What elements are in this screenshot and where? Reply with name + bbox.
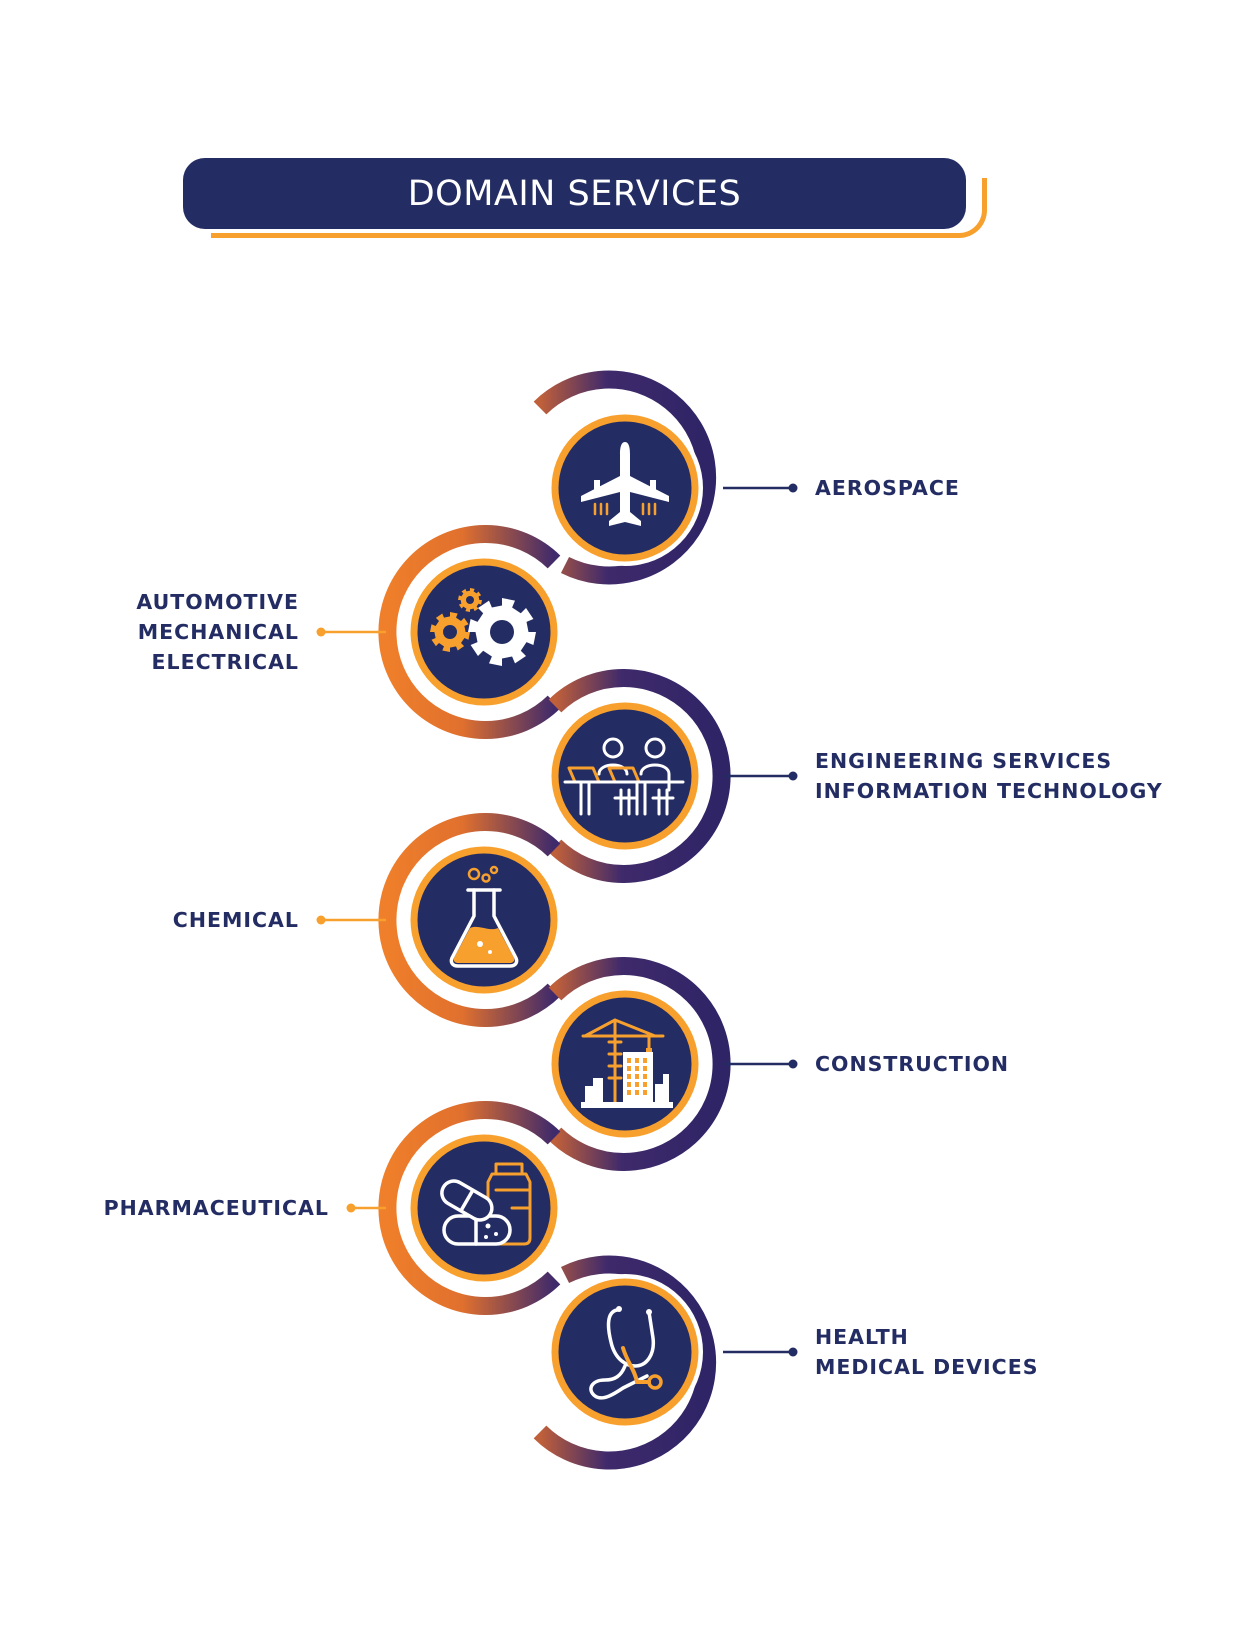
domain-label-line: MECHANICAL <box>137 620 299 644</box>
connector-dot <box>316 627 326 637</box>
flask-icon <box>449 865 519 968</box>
domain-label-line: HEALTH <box>815 1325 909 1349</box>
domain-node <box>547 698 703 854</box>
connector-dot <box>788 1059 798 1069</box>
domain-node <box>547 986 703 1142</box>
domain-label-line: CONSTRUCTION <box>815 1052 1010 1076</box>
gears-icon <box>430 588 536 666</box>
domain-label-line: ENGINEERING SERVICES <box>815 749 1113 773</box>
domain-label: ENGINEERING SERVICES INFORMATION TECHNOLO… <box>815 746 1163 806</box>
domain-label: HEALTH MEDICAL DEVICES <box>815 1322 1038 1382</box>
domain-label-line: ELECTRICAL <box>151 650 299 674</box>
domain-nodes <box>406 410 703 1430</box>
domain-label: AUTOMOTIVE MECHANICAL ELECTRICAL <box>136 587 299 677</box>
domain-label-line: INFORMATION TECHNOLOGY <box>815 779 1163 803</box>
page-title: DOMAIN SERVICES <box>407 173 742 214</box>
domain-label: CONSTRUCTION <box>815 1049 1009 1079</box>
domain-label-line: CHEMICAL <box>172 908 299 932</box>
domain-node <box>406 842 562 998</box>
banner-orange-underline <box>211 178 987 238</box>
domain-label: CHEMICAL <box>173 905 299 935</box>
domain-node <box>406 554 562 710</box>
crane-building-icon <box>581 1018 673 1108</box>
connector-dot <box>788 483 798 493</box>
swirl-arc <box>378 813 561 1027</box>
node-circle <box>410 846 558 994</box>
domain-node <box>547 410 703 566</box>
people-laptops-icon <box>563 737 685 816</box>
domain-label-line: MEDICAL DEVICES <box>815 1355 1039 1379</box>
domain-label: AEROSPACE <box>815 473 960 503</box>
domain-label: PHARMACEUTICAL <box>104 1193 329 1223</box>
swirl-arc <box>533 370 717 585</box>
banner-body: DOMAIN SERVICES <box>183 158 966 229</box>
domain-label-line: PHARMACEUTICAL <box>103 1196 329 1220</box>
connector-dot <box>316 915 326 925</box>
pills-bottle-icon <box>440 1162 532 1246</box>
connector-dot <box>788 771 798 781</box>
swirl-arc <box>378 525 561 739</box>
swirl-arc <box>548 957 731 1171</box>
connector-dot <box>346 1203 356 1213</box>
stethoscope-icon <box>589 1306 663 1400</box>
domain-node <box>406 1130 562 1286</box>
airplane-icon <box>581 442 669 526</box>
label-connectors <box>316 483 798 1357</box>
connector-arcs <box>378 370 731 1470</box>
domain-node <box>547 1274 703 1430</box>
swirl-arc <box>548 669 731 883</box>
swirl-arc <box>378 1101 561 1315</box>
node-circle <box>551 702 699 850</box>
domain-label-line: AEROSPACE <box>815 476 960 500</box>
swirl-arc <box>533 1255 717 1470</box>
domain-label-line: AUTOMOTIVE <box>136 590 299 614</box>
title-banner: DOMAIN SERVICES <box>183 158 989 240</box>
connector-dot <box>788 1347 798 1357</box>
